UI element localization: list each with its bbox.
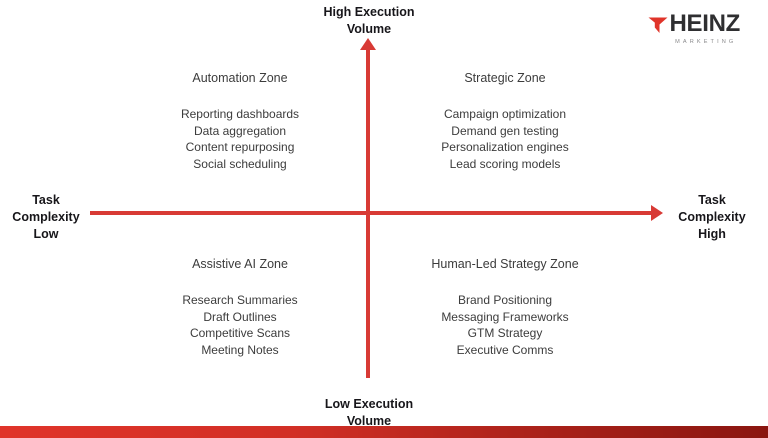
axis-label-right: Task Complexity High	[660, 192, 764, 243]
quadrant-item: Campaign optimization	[443, 107, 567, 122]
quadrant-item: Personalization engines	[441, 140, 569, 155]
quadrant-assistive-ai-zone: Assistive AI Zone Research Summaries Dra…	[128, 256, 352, 358]
axis-label-bottom-line2: Volume	[346, 413, 392, 428]
logo-text-block: HEINZ MARKETING	[669, 10, 740, 46]
axis-label-top-line1: High Execution	[323, 5, 415, 19]
chevron-arrow-icon	[648, 15, 668, 40]
logo-wordmark: HEINZ	[669, 10, 740, 37]
quadrant-item: Competitive Scans	[189, 326, 291, 341]
quadrant-item: Content repurposing	[185, 140, 295, 155]
quadrant-item: Reporting dashboards	[180, 107, 300, 122]
axis-label-right-line2: Complexity	[678, 209, 746, 224]
axis-label-left-line2: Complexity	[12, 209, 80, 224]
axis-label-right-line1: Task	[698, 193, 726, 207]
vertical-axis-arrowhead-icon	[360, 38, 376, 50]
quadrant-item: GTM Strategy	[467, 326, 543, 341]
quadrant-title: Human-Led Strategy Zone	[431, 257, 579, 271]
quadrant-automation-zone: Automation Zone Reporting dashboards Dat…	[128, 70, 352, 172]
axis-label-right-line3: High	[698, 226, 726, 241]
axis-label-bottom: Low Execution Volume	[284, 396, 454, 430]
quadrant-item-list: Campaign optimization Demand gen testing…	[386, 106, 624, 172]
quadrant-item: Messaging Frameworks	[441, 309, 569, 324]
heinz-marketing-logo: HEINZ MARKETING	[648, 12, 740, 45]
axis-label-left: Task Complexity Low	[0, 192, 92, 243]
vertical-axis-line	[366, 48, 370, 378]
quadrant-item: Demand gen testing	[451, 123, 559, 138]
quadrant-strategic-zone: Strategic Zone Campaign optimization Dem…	[386, 70, 624, 172]
axis-label-top: High Execution Volume	[284, 4, 454, 38]
quadrant-item: Brand Positioning	[457, 293, 553, 308]
quadrant-title: Automation Zone	[192, 71, 288, 85]
bottom-accent-bar	[0, 426, 768, 438]
quadrant-item-list: Brand Positioning Messaging Frameworks G…	[386, 292, 624, 358]
quadrant-item: Executive Comms	[456, 342, 554, 357]
quadrant-item-list: Reporting dashboards Data aggregation Co…	[128, 106, 352, 172]
quadrant-item: Meeting Notes	[201, 342, 279, 357]
quadrant-title: Strategic Zone	[464, 71, 546, 85]
logo-subtext: MARKETING	[675, 39, 737, 45]
quadrant-item: Draft Outlines	[203, 309, 277, 324]
quadrant-item: Social scheduling	[193, 156, 287, 171]
axis-label-left-line1: Task	[32, 193, 60, 207]
axis-label-bottom-line1: Low Execution	[324, 397, 414, 411]
axis-label-top-line2: Volume	[346, 21, 392, 36]
quadrant-item: Data aggregation	[193, 123, 287, 138]
quadrant-item: Lead scoring models	[449, 156, 561, 171]
quadrant-item-list: Research Summaries Draft Outlines Compet…	[128, 292, 352, 358]
quadrant-title: Assistive AI Zone	[192, 257, 288, 271]
quadrant-item: Research Summaries	[182, 293, 298, 308]
horizontal-axis-arrowhead-icon	[651, 205, 663, 221]
horizontal-axis-line	[90, 211, 655, 215]
quadrant-human-led-strategy-zone: Human-Led Strategy Zone Brand Positionin…	[386, 256, 624, 358]
axis-label-left-line3: Low	[33, 226, 59, 241]
